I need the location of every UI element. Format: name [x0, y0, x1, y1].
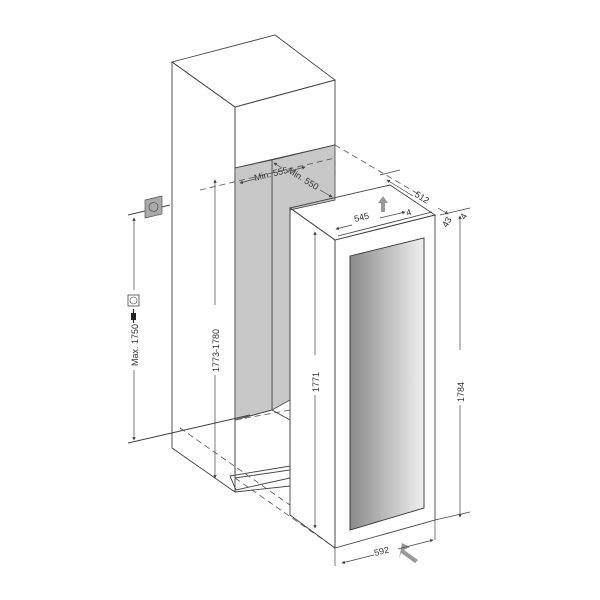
dim-total-height: 1784 — [456, 382, 466, 402]
dim-body-width: 545 — [353, 211, 370, 224]
dim-depth: 512 — [413, 189, 431, 205]
wall-socket-icon — [127, 195, 171, 219]
dim-door-thickness: 43 — [440, 215, 454, 229]
airflow-arrow-icon — [399, 543, 418, 563]
dim-offset-a: 4 — [405, 207, 412, 218]
dim-total-width: 592 — [373, 545, 390, 558]
dimension-lines — [132, 162, 471, 566]
dim-body-height: 1771 — [311, 372, 321, 392]
appliance — [288, 184, 437, 549]
dim-niche-height: 1773-1780 — [211, 329, 221, 372]
socket-symbol-icon — [127, 294, 140, 307]
niche-left-wall — [234, 159, 273, 421]
cabinet — [170, 34, 337, 493]
airflow-arrow-icon — [378, 196, 388, 212]
plug-icon — [131, 309, 136, 323]
cabinet-top-face — [170, 34, 337, 108]
dim-socket-height: Max. 1750 — [130, 324, 140, 366]
dim-offset-b: 4 — [458, 212, 469, 221]
cabinet-left-side — [171, 61, 236, 493]
door-glass — [349, 237, 425, 531]
niche-back-panel — [271, 144, 336, 411]
